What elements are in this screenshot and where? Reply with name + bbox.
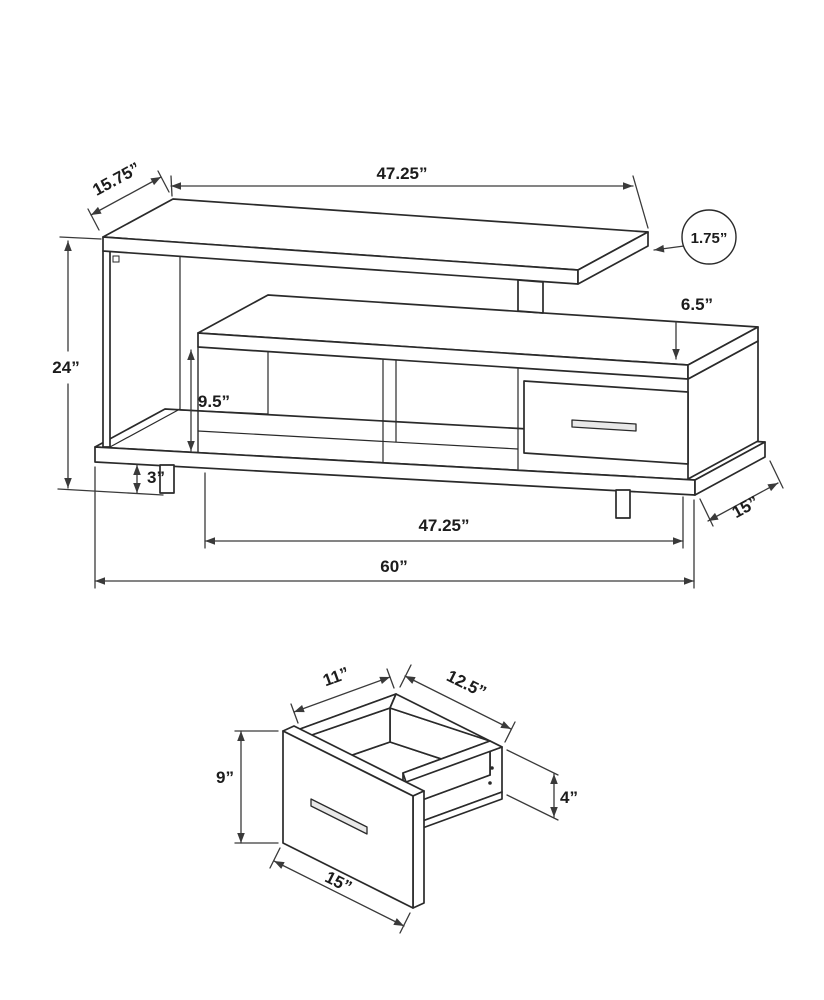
center-support — [517, 279, 544, 314]
dimensions-main: 15.75” 47.25” 1.75” 6.5” — [52, 159, 784, 589]
dim-overall-height: 24” — [52, 236, 164, 496]
dim-shelf-thickness: 1.75” — [653, 209, 737, 265]
label-leg-height: 3” — [147, 468, 165, 487]
drawer-handle — [571, 419, 637, 432]
top-shelf — [102, 198, 649, 285]
label-drawer-inner-width: 12.5” — [444, 666, 490, 702]
label-cabinet-length: 47.25” — [418, 516, 469, 535]
cam-lock-mark — [112, 255, 120, 263]
leg — [615, 489, 631, 519]
dim-opening-height: 9.5” — [187, 349, 230, 452]
label-opening-height: 9.5” — [198, 392, 230, 411]
dim-drawer-front-height: 9” — [216, 730, 279, 844]
cabinet-top — [197, 294, 759, 380]
label-drawer-front-height: 9” — [216, 768, 234, 787]
label-shelf-clearance: 6.5” — [681, 295, 713, 314]
dim-shelf-clearance: 6.5” — [672, 295, 713, 360]
dim-cabinet-length: 47.25” — [204, 472, 684, 549]
screw-mark — [490, 766, 494, 770]
label-overall-width: 60” — [380, 557, 407, 576]
label-drawer-side-height: 4” — [560, 788, 578, 807]
dim-drawer-side-height: 4” — [506, 749, 578, 821]
leg — [159, 464, 175, 494]
callout-circle — [681, 209, 737, 265]
dim-overall-width: 60” — [94, 466, 695, 589]
lower-cabinet — [179, 294, 759, 480]
screw-mark — [488, 781, 492, 785]
label-shelf-depth: 15.75” — [89, 159, 143, 200]
legs-front — [159, 464, 631, 519]
open-compartment — [197, 358, 519, 470]
drawer-handle — [310, 798, 368, 835]
label-overall-depth: 15” — [729, 492, 762, 522]
label-drawer-inner-depth: 11” — [320, 663, 351, 690]
label-shelf-thickness: 1.75” — [691, 230, 728, 247]
dim-leg-height: 3” — [133, 464, 165, 494]
dim-shelf-length: 47.25” — [170, 164, 649, 229]
tv-stand-view: 15.75” 47.25” 1.75” 6.5” — [52, 159, 784, 589]
label-shelf-length: 47.25” — [376, 164, 427, 183]
label-overall-height: 24” — [52, 358, 79, 377]
drawer-view: 11” 12.5” 9” 4” — [216, 663, 578, 934]
